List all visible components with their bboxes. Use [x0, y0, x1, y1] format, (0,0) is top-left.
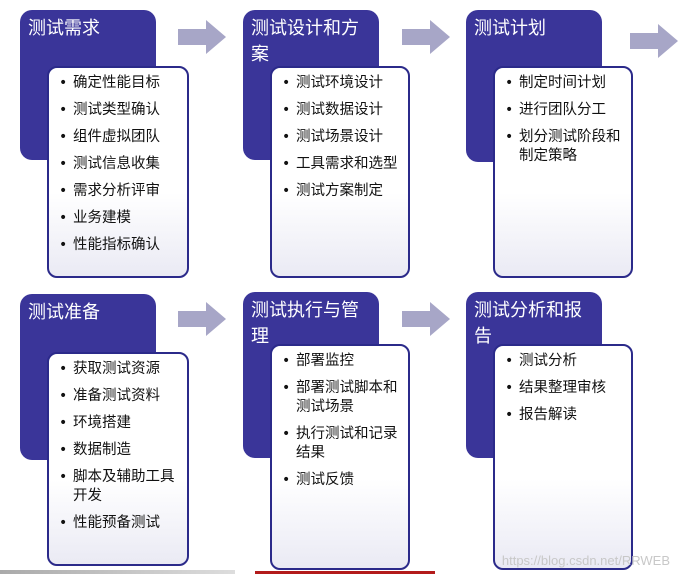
stage-title: 测试设计和方案 [251, 18, 359, 65]
arrow-right-icon [178, 302, 226, 336]
stage-title: 测试准备 [28, 302, 100, 323]
list-item: 测试场景设计 [282, 128, 400, 147]
detail-analysis: 测试分析 结果整理审核 报告解读 [493, 344, 633, 570]
list-item: 测试数据设计 [282, 101, 400, 120]
bottom-accent-line [255, 571, 435, 574]
arrow-right-icon [178, 20, 226, 54]
list-item: 划分测试阶段和制定策略 [505, 128, 623, 166]
list-item: 部署监控 [282, 352, 400, 371]
list-item: 数据制造 [59, 441, 179, 460]
list-item: 测试分析 [505, 352, 623, 371]
list-item: 测试方案制定 [282, 182, 400, 201]
bottom-divider [0, 570, 235, 574]
arrow-right-icon [402, 20, 450, 54]
detail-requirements: 确定性能目标 测试类型确认 组件虚拟团队 测试信息收集 需求分析评审 业务建模 … [47, 66, 189, 278]
list-item: 测试信息收集 [59, 155, 179, 174]
arrow-right-icon [630, 24, 678, 58]
list-item: 业务建模 [59, 209, 179, 228]
list-item: 组件虚拟团队 [59, 128, 179, 147]
list-item: 测试反馈 [282, 471, 400, 490]
list-item: 准备测试资料 [59, 387, 179, 406]
list-item: 需求分析评审 [59, 182, 179, 201]
list-item: 测试环境设计 [282, 74, 400, 93]
list-item: 测试类型确认 [59, 101, 179, 120]
stage-title: 测试需求 [28, 18, 100, 39]
list-item: 进行团队分工 [505, 101, 623, 120]
detail-preparation: 获取测试资源 准备测试资料 环境搭建 数据制造 脚本及辅助工具开发 性能预备测试 [47, 352, 189, 566]
list-item: 执行测试和记录结果 [282, 425, 400, 463]
list-item: 部署测试脚本和测试场景 [282, 379, 400, 417]
detail-execution: 部署监控 部署测试脚本和测试场景 执行测试和记录结果 测试反馈 [270, 344, 410, 570]
stage-title: 测试执行与管理 [251, 300, 359, 347]
list-item: 脚本及辅助工具开发 [59, 468, 179, 506]
detail-design: 测试环境设计 测试数据设计 测试场景设计 工具需求和选型 测试方案制定 [270, 66, 410, 278]
list-item: 环境搭建 [59, 414, 179, 433]
list-item: 工具需求和选型 [282, 155, 400, 174]
list-item: 性能预备测试 [59, 514, 179, 533]
detail-plan: 制定时间计划 进行团队分工 划分测试阶段和制定策略 [493, 66, 633, 278]
stage-title: 测试分析和报告 [474, 300, 582, 347]
list-item: 性能指标确认 [59, 236, 179, 255]
watermark: https://blog.csdn.net/RRWEB [501, 553, 670, 568]
list-item: 获取测试资源 [59, 360, 179, 379]
arrow-right-icon [402, 302, 450, 336]
list-item: 报告解读 [505, 406, 623, 425]
stage-title: 测试计划 [474, 18, 546, 39]
list-item: 确定性能目标 [59, 74, 179, 93]
list-item: 结果整理审核 [505, 379, 623, 398]
list-item: 制定时间计划 [505, 74, 623, 93]
